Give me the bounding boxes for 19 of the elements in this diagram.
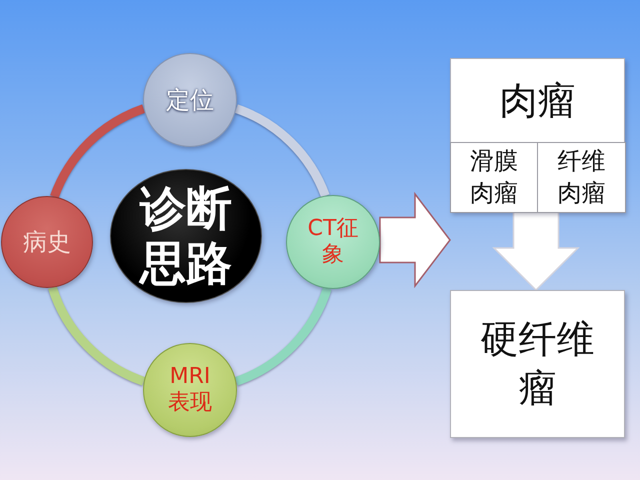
- subtype-panel: [450, 142, 538, 213]
- center-title: 诊断思路: [138, 180, 233, 292]
- ring-connector: [48, 286, 146, 386]
- block-arrow: [492, 211, 580, 292]
- topic-label: CT征象: [306, 216, 360, 268]
- result-label: 硬纤维瘤: [480, 316, 596, 412]
- topic-label: MRI表现: [167, 364, 213, 416]
- topic-label: 病史: [23, 228, 71, 256]
- ring-connector: [234, 286, 332, 386]
- topic-label: 定位: [166, 86, 214, 114]
- subtype-panel: [537, 142, 626, 213]
- category-box: [450, 58, 625, 212]
- subtype-label: 纤维肉瘤: [556, 146, 606, 208]
- subtype-label: 滑膜肉瘤: [469, 146, 519, 208]
- category-heading: 肉瘤: [500, 77, 576, 124]
- result-box: [450, 290, 625, 438]
- ring-connector: [50, 104, 146, 199]
- block-arrow: [379, 192, 451, 288]
- ring-connector: [234, 104, 330, 198]
